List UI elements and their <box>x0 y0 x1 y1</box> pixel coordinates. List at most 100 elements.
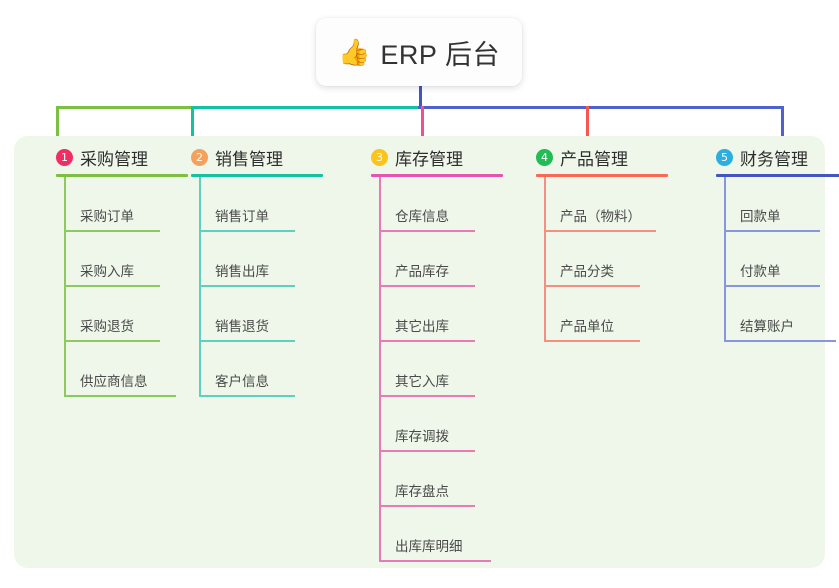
leaf-item[interactable]: 产品库存 <box>379 259 475 287</box>
leaf-item[interactable]: 库存调拨 <box>379 424 475 452</box>
drop-connector-1 <box>56 106 59 152</box>
leaf-item-label: 结算账户 <box>740 319 794 334</box>
branch-spine-2 <box>199 177 201 397</box>
branch-title-3: 库存管理 <box>395 150 463 169</box>
leaf-item-label: 其它入库 <box>395 374 449 389</box>
branch-title-4: 产品管理 <box>560 150 628 169</box>
leaf-item-underline <box>379 505 475 507</box>
leaf-item-label: 仓库信息 <box>395 209 449 224</box>
leaf-item-underline <box>724 230 820 232</box>
drop-connector-2 <box>191 106 194 152</box>
leaf-item-underline <box>724 285 820 287</box>
leaf-item-label: 产品分类 <box>560 264 614 279</box>
leaf-item-label: 其它出库 <box>395 319 449 334</box>
leaf-item-underline <box>64 285 160 287</box>
branch-underline-1 <box>56 174 188 177</box>
branch-badge-4: 4 <box>536 149 553 166</box>
leaf-item-underline <box>379 230 475 232</box>
bus-segment-blue <box>418 106 784 109</box>
branch-header-4[interactable]: 4 产品管理 <box>536 145 628 170</box>
leaf-item[interactable]: 回款单 <box>724 204 820 232</box>
branch-spine-3 <box>379 177 381 562</box>
leaf-item[interactable]: 仓库信息 <box>379 204 475 232</box>
leaf-item-label: 产品单位 <box>560 319 614 334</box>
leaf-item[interactable]: 产品单位 <box>544 314 640 342</box>
leaf-item-underline <box>64 395 176 397</box>
leaf-item[interactable]: 销售出库 <box>199 259 295 287</box>
leaf-item-underline <box>199 395 295 397</box>
branch-header-2[interactable]: 2 销售管理 <box>191 145 283 170</box>
leaf-item[interactable]: 销售退货 <box>199 314 295 342</box>
leaf-item-label: 采购订单 <box>80 209 134 224</box>
branch-spine-4 <box>544 177 546 342</box>
leaf-item-label: 供应商信息 <box>80 374 148 389</box>
branch-underline-2 <box>191 174 323 177</box>
leaf-item-underline <box>544 230 656 232</box>
leaf-item-underline <box>544 340 640 342</box>
thumbs-up-icon: 👍 <box>338 37 371 67</box>
leaf-item-label: 库存调拨 <box>395 429 449 444</box>
leaf-item-label: 产品（物料） <box>560 209 641 224</box>
branch-underline-3 <box>371 174 503 177</box>
leaf-item[interactable]: 产品分类 <box>544 259 640 287</box>
branch-spine-5 <box>724 177 726 342</box>
leaf-item-underline <box>199 230 295 232</box>
leaf-item[interactable]: 供应商信息 <box>64 369 176 397</box>
branches-panel: 1 采购管理采购订单采购入库采购退货供应商信息 2 销售管理销售订单销售出库销售退货客… <box>14 136 839 568</box>
branch-spine-1 <box>64 177 66 397</box>
leaf-item-label: 销售退货 <box>215 319 269 334</box>
branch-title-2: 销售管理 <box>215 150 283 169</box>
branch-header-3[interactable]: 3 库存管理 <box>371 145 463 170</box>
leaf-item-underline <box>379 285 475 287</box>
branch-badge-2: 2 <box>191 149 208 166</box>
branch-header-5[interactable]: 5 财务管理 <box>716 145 808 170</box>
leaf-item-label: 客户信息 <box>215 374 269 389</box>
bus-segment-teal <box>191 106 420 109</box>
leaf-item[interactable]: 付款单 <box>724 259 820 287</box>
branch-badge-5: 5 <box>716 149 733 166</box>
leaf-item[interactable]: 其它出库 <box>379 314 475 342</box>
leaf-item-label: 库存盘点 <box>395 484 449 499</box>
branch-title-1: 采购管理 <box>80 150 148 169</box>
leaf-item-underline <box>379 395 475 397</box>
branch-underline-5 <box>716 174 839 177</box>
leaf-item-label: 销售订单 <box>215 209 269 224</box>
branch-header-1[interactable]: 1 采购管理 <box>56 145 148 170</box>
leaf-item-label: 销售出库 <box>215 264 269 279</box>
leaf-item-label: 采购入库 <box>80 264 134 279</box>
leaf-item-underline <box>379 450 475 452</box>
leaf-item-label: 出库库明细 <box>395 539 463 554</box>
leaf-item[interactable]: 库存盘点 <box>379 479 475 507</box>
leaf-item[interactable]: 销售订单 <box>199 204 295 232</box>
leaf-item[interactable]: 出库库明细 <box>379 534 491 562</box>
leaf-item[interactable]: 其它入库 <box>379 369 475 397</box>
leaf-item-underline <box>64 230 160 232</box>
bus-segment-green <box>56 106 193 109</box>
leaf-item-underline <box>724 340 836 342</box>
leaf-item[interactable]: 客户信息 <box>199 369 295 397</box>
root-stem-connector <box>419 86 422 108</box>
leaf-item[interactable]: 产品（物料） <box>544 204 656 232</box>
leaf-item-label: 采购退货 <box>80 319 134 334</box>
leaf-item-underline <box>64 340 160 342</box>
branch-title-5: 财务管理 <box>740 150 808 169</box>
leaf-item-underline <box>544 285 640 287</box>
drop-connector-5 <box>781 106 784 152</box>
root-node-card[interactable]: 👍 ERP 后台 <box>316 18 522 86</box>
leaf-item[interactable]: 结算账户 <box>724 314 836 342</box>
leaf-item-underline <box>199 285 295 287</box>
branch-badge-1: 1 <box>56 149 73 166</box>
branch-badge-3: 3 <box>371 149 388 166</box>
branch-underline-4 <box>536 174 668 177</box>
leaf-item[interactable]: 采购入库 <box>64 259 160 287</box>
leaf-item-label: 产品库存 <box>395 264 449 279</box>
drop-connector-3 <box>421 106 424 152</box>
leaf-item[interactable]: 采购退货 <box>64 314 160 342</box>
leaf-item-label: 付款单 <box>740 264 781 279</box>
leaf-item[interactable]: 采购订单 <box>64 204 160 232</box>
drop-connector-4 <box>586 106 589 152</box>
root-node-title: ERP 后台 <box>380 39 500 70</box>
leaf-item-label: 回款单 <box>740 209 781 224</box>
